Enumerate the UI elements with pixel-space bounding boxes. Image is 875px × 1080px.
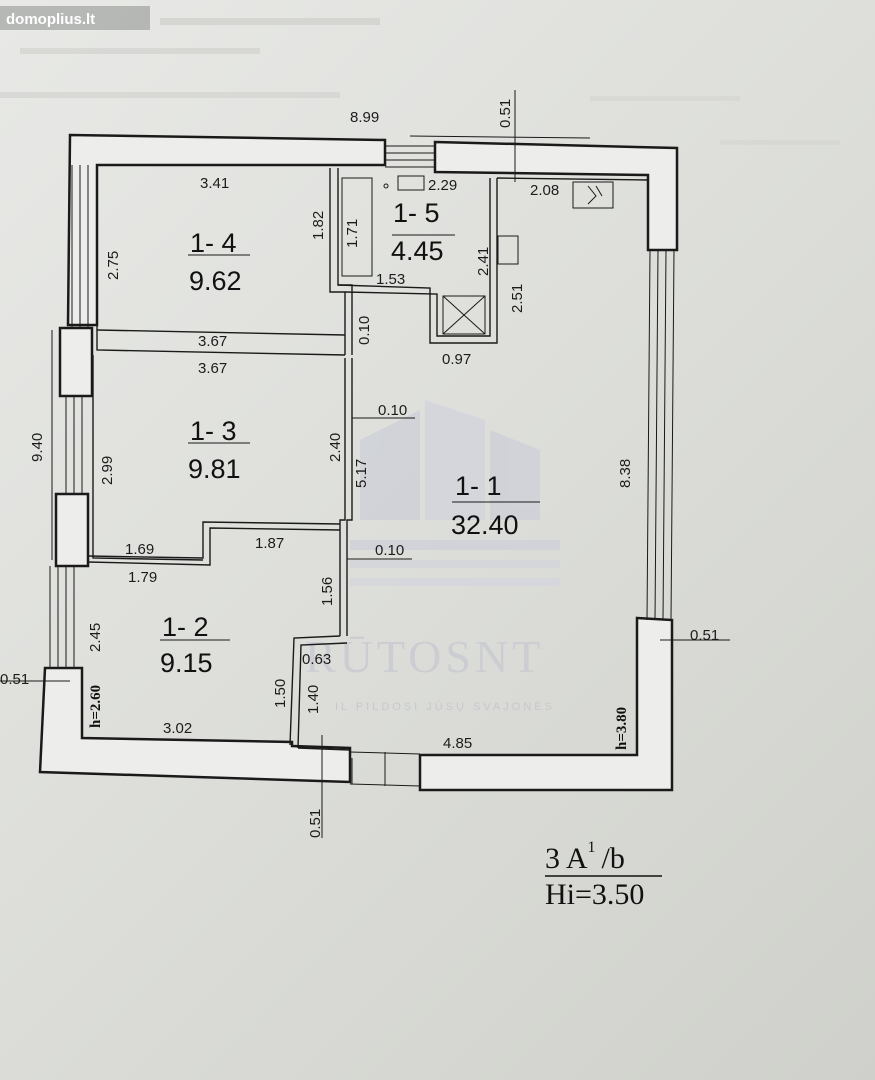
- room-1-2-area: 9.15: [160, 648, 213, 678]
- dim-1-71: 1.71: [344, 219, 361, 248]
- dim-4-85: 4.85: [443, 735, 472, 752]
- classification-block: 3 A1/b Hi=3.50: [545, 839, 662, 911]
- interior-walls: [87, 168, 649, 751]
- dim-2-41: 2.41: [475, 247, 492, 276]
- height-left: h=2.60: [88, 685, 104, 728]
- room-1-5-area: 4.45: [391, 236, 444, 266]
- dim-1-82: 1.82: [310, 211, 327, 240]
- classification-line-2: Hi=3.50: [545, 878, 644, 911]
- window-left-1: [71, 165, 89, 328]
- height-right: h=3.80: [614, 707, 630, 750]
- dim-2-51: 2.51: [509, 284, 526, 313]
- dim-0-10-c: 0.10: [375, 542, 404, 559]
- wall-right-lower: [418, 616, 674, 792]
- dim-1-40: 1.40: [305, 685, 322, 714]
- dim-3-67-b: 3.67: [198, 360, 227, 377]
- dim-0-63: 0.63: [302, 651, 331, 668]
- shower-tray: [442, 295, 486, 335]
- dim-1-53: 1.53: [376, 271, 405, 288]
- room-1-4-area: 9.62: [189, 266, 242, 296]
- wall-left-pier-2: [54, 492, 90, 568]
- dim-8-38: 8.38: [617, 459, 634, 488]
- dim-3-41: 3.41: [200, 175, 229, 192]
- dim-1-50: 1.50: [272, 679, 289, 708]
- room-1-1-id: 1- 1: [455, 471, 502, 501]
- wall-top-left: [66, 133, 387, 327]
- classification-line-1: 3 A1/b: [545, 839, 625, 875]
- wall-bottom-left: [38, 666, 352, 784]
- dim-0-51-top: 0.51: [497, 99, 514, 128]
- watermark-slogan: IL PILDOSI JŪSŲ SVAJONĖS: [335, 700, 555, 713]
- dim-1-69: 1.69: [125, 541, 154, 558]
- electrical-panel: [572, 181, 614, 209]
- dim-0-97: 0.97: [442, 351, 471, 368]
- room-1-1-area: 32.40: [451, 510, 519, 540]
- dim-2-99: 2.99: [99, 456, 116, 485]
- sink: [497, 235, 519, 265]
- dim-2-08: 2.08: [530, 182, 559, 199]
- dim-1-56: 1.56: [319, 577, 336, 606]
- dim-9-40: 9.40: [29, 433, 46, 462]
- dim-8-99: 8.99: [350, 109, 379, 126]
- dim-5-17: 5.17: [353, 459, 370, 488]
- watermark-building-icon: [350, 400, 560, 586]
- room-1-2-id: 1- 2: [162, 612, 209, 642]
- site-logo: domoplius.lt: [0, 6, 150, 30]
- dim-0-10-a: 0.10: [356, 316, 373, 345]
- window-left-3: [49, 566, 75, 668]
- door-top: [385, 145, 435, 168]
- door-bottom: [349, 751, 421, 787]
- window-right: [646, 249, 675, 621]
- dim-3-02: 3.02: [163, 720, 192, 737]
- dim-1-87: 1.87: [255, 535, 284, 552]
- dim-0-51-bottom: 0.51: [307, 809, 324, 838]
- watermark-brand: RŪTOSNT: [305, 631, 544, 682]
- dim-2-29: 2.29: [428, 177, 457, 194]
- dim-2-45: 2.45: [87, 623, 104, 652]
- room-labels: 1- 4 9.62 1- 5 4.45 1- 3 9.81 1- 1 32.40…: [160, 198, 519, 678]
- dim-3-67-a: 3.67: [198, 333, 227, 350]
- watermark: RŪTOSNT IL PILDOSI JŪSŲ SVAJONĖS: [305, 400, 560, 713]
- dim-1-79: 1.79: [128, 569, 157, 586]
- wall-left-pier-1: [58, 326, 94, 398]
- wall-top-right: [433, 140, 679, 252]
- bathtub: [341, 175, 425, 277]
- room-1-3-id: 1- 3: [190, 416, 237, 446]
- window-left-2: [65, 396, 83, 494]
- dim-0-10-b: 0.10: [378, 402, 407, 419]
- room-1-3-area: 9.81: [188, 454, 241, 484]
- dim-0-51-right: 0.51: [690, 627, 719, 644]
- dim-2-40: 2.40: [327, 433, 344, 462]
- dim-0-51-left: 0.51: [0, 671, 29, 688]
- dimension-lines: [0, 90, 730, 838]
- dimension-labels: 8.99 0.51 3.41 2.29 2.08 2.75 1.82 1.71 …: [0, 99, 719, 838]
- exterior-walls: [38, 133, 679, 792]
- dim-2-75: 2.75: [105, 251, 122, 280]
- faded-header-lines: [0, 18, 840, 145]
- room-1-4-id: 1- 4: [190, 228, 237, 258]
- room-1-5-id: 1- 5: [393, 198, 440, 228]
- site-logo-text: domoplius.lt: [6, 11, 95, 28]
